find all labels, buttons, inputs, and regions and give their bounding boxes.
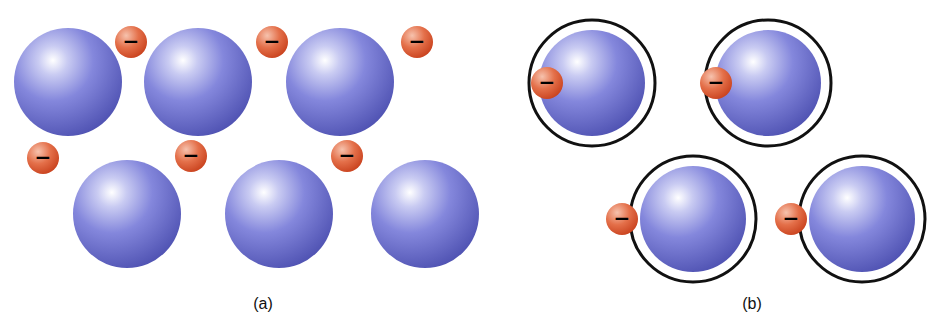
- charge-sign: −: [123, 31, 140, 51]
- panel-label: (b): [742, 296, 762, 312]
- charge-sign: −: [409, 31, 426, 51]
- electron: −: [401, 26, 433, 58]
- electron: −: [115, 26, 147, 58]
- atom-nucleus: [809, 166, 915, 272]
- electron: −: [331, 140, 363, 172]
- metal-ion: [371, 160, 479, 268]
- charge-sign: −: [339, 145, 356, 165]
- panel-label: (a): [253, 296, 273, 312]
- charge-sign: −: [264, 31, 281, 51]
- charge-sign: −: [539, 72, 556, 92]
- electron-shell: [705, 20, 831, 146]
- electron: −: [256, 26, 288, 58]
- electron: −: [27, 142, 59, 174]
- atom-nucleus: [539, 30, 645, 136]
- charge-sign: −: [183, 145, 200, 165]
- electron: −: [531, 67, 563, 99]
- metal-ion: [73, 160, 181, 268]
- electron-shell: [529, 20, 655, 146]
- electron: −: [606, 203, 638, 235]
- charge-sign: −: [783, 208, 800, 228]
- electron: −: [175, 140, 207, 172]
- charge-sign: −: [708, 72, 725, 92]
- metal-ion: [144, 28, 252, 136]
- electron: −: [700, 67, 732, 99]
- charge-sign: −: [35, 147, 52, 167]
- bound-atoms: [529, 20, 925, 282]
- electron-shell: [630, 156, 756, 282]
- electron-shell: [799, 156, 925, 282]
- metal-ion: [14, 28, 122, 136]
- charge-sign: −: [614, 208, 631, 228]
- metal-ion: [286, 28, 394, 136]
- electron: −: [775, 203, 807, 235]
- metal-ion-lattice: [14, 28, 479, 268]
- metal-ion: [225, 160, 333, 268]
- atom-nucleus: [640, 166, 746, 272]
